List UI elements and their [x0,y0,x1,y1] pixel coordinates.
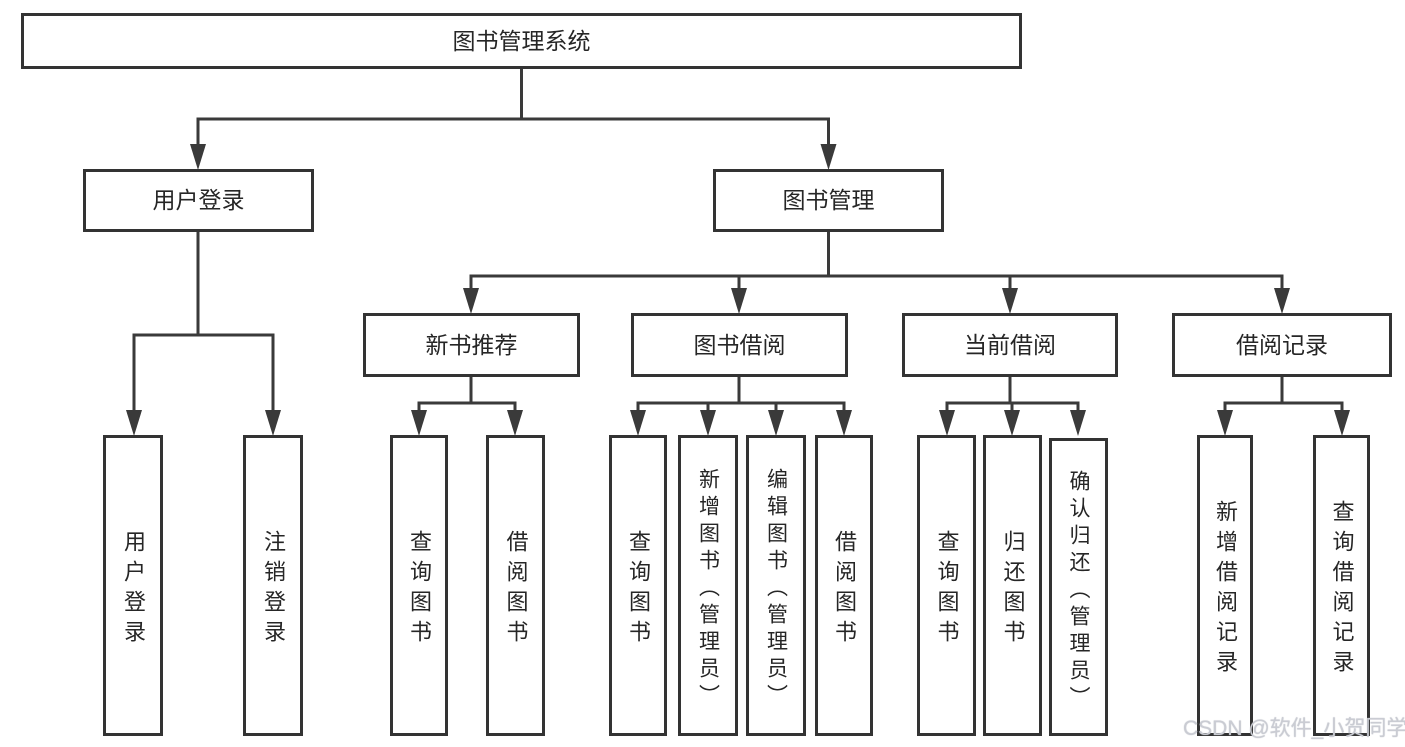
leaf-newbook-query: 查询图书 [390,435,448,736]
leaf-current-confirm-return-admin: 确认归还（管理员） [1049,438,1108,736]
leaf-borrow-book: 借阅图书 [815,435,873,736]
leaf-newbook-borrow: 借阅图书 [486,435,545,736]
node-book-borrow: 图书借阅 [631,313,848,377]
csdn-watermark: CSDN @软件_小贺同学 [1183,717,1405,740]
leaf-user-login: 用户登录 [103,435,163,736]
node-root: 图书管理系统 [21,13,1022,69]
node-borrow-records: 借阅记录 [1172,313,1392,377]
leaf-record-query: 查询借阅记录 [1313,435,1370,736]
leaf-current-query: 查询图书 [917,435,976,736]
node-new-book-recommend: 新书推荐 [363,313,580,377]
leaf-logout: 注销登录 [243,435,303,736]
node-user-login: 用户登录 [83,169,314,232]
leaf-borrow-query: 查询图书 [609,435,667,736]
node-current-borrow: 当前借阅 [902,313,1118,377]
node-book-management: 图书管理 [713,169,944,232]
leaf-borrow-add-admin: 新增图书（管理员） [678,435,738,736]
leaf-record-add: 新增借阅记录 [1197,435,1253,736]
leaf-borrow-edit-admin: 编辑图书（管理员） [746,435,806,736]
leaf-current-return: 归还图书 [983,435,1042,736]
